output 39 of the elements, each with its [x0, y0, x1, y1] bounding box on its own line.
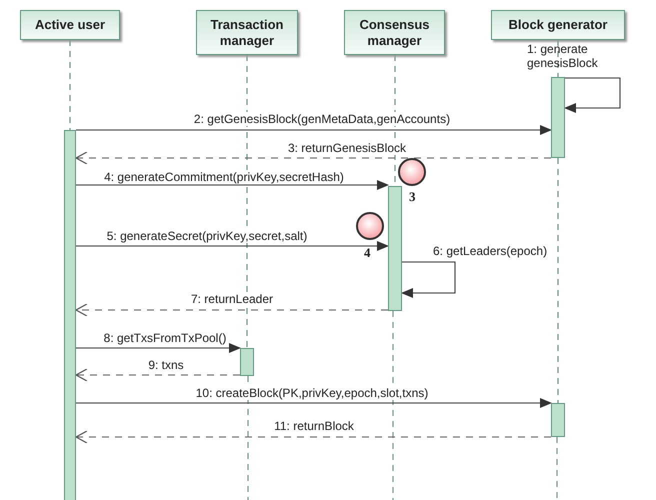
activation-bar	[388, 186, 402, 311]
self-message-arrow	[564, 77, 621, 113]
message-label: 2: getGenesisBlock(genMetaData,genAccounts)	[192, 112, 452, 126]
activation-bar	[64, 130, 76, 500]
message-arrow	[76, 398, 552, 408]
message-label: 9: txns	[147, 358, 185, 372]
marker-circle	[398, 158, 426, 186]
lifeline-header: Transaction manager	[196, 10, 298, 55]
lifeline	[557, 158, 559, 403]
lifeline-header: Block generator	[491, 10, 625, 40]
lifeline	[246, 55, 248, 348]
callout-number: 3	[409, 189, 416, 205]
lifeline-header: Consensus manager	[344, 10, 445, 55]
callout-number: 4	[364, 245, 370, 261]
message-label: 1: generate genesisBlock	[526, 42, 599, 70]
message-arrow	[76, 241, 389, 251]
return-message-arrow	[75, 430, 551, 444]
activation-bar	[551, 403, 565, 437]
return-message-arrow	[75, 303, 388, 317]
message-label: 10: createBlock(PK,privKey,epoch,slot,txns)	[194, 386, 430, 400]
return-message-arrow	[75, 368, 240, 382]
lifeline	[557, 40, 559, 77]
message-arrow	[76, 125, 552, 135]
message-label: 6: getLeaders(epoch)	[432, 244, 548, 258]
message-label: 7: returnLeader	[190, 292, 274, 306]
message-arrow	[76, 343, 241, 353]
message-label: 3: returnGenesisBlock	[286, 141, 408, 155]
lifeline-header: Active user	[20, 10, 120, 40]
lifeline	[69, 40, 71, 130]
self-message-arrow	[401, 261, 456, 298]
message-arrow	[76, 180, 389, 190]
message-label: 4: generateCommitment(privKey,secretHash)	[103, 170, 345, 184]
activation-bar	[240, 348, 254, 376]
message-label: 11: returnBlock	[273, 419, 355, 433]
activation-bar	[551, 77, 565, 158]
message-label: 5: generateSecret(privKey,secret,salt)	[106, 229, 308, 243]
message-label: 8: getTxsFromTxPool()	[102, 331, 228, 345]
return-message-arrow	[75, 151, 551, 165]
marker-circle	[356, 212, 384, 240]
